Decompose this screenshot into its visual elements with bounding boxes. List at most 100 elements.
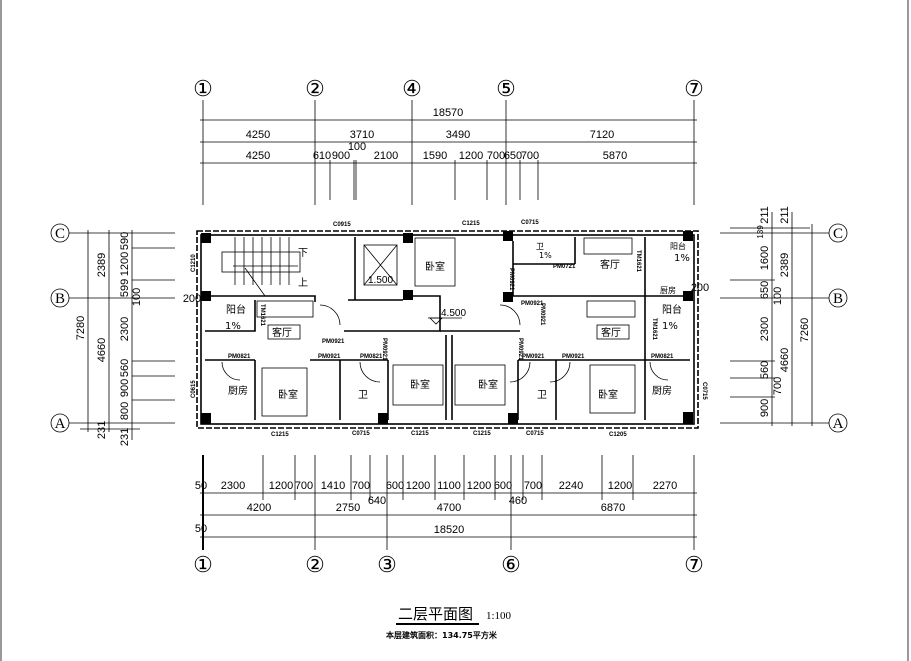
dim-label: 100 xyxy=(131,288,143,306)
axis-bubble-a: A xyxy=(833,416,844,432)
window-code: C0715 xyxy=(521,220,539,226)
room-bath: 卫 xyxy=(537,390,547,401)
room-balcony: 阳台 xyxy=(670,241,686,251)
room-kitchen: 厨房 xyxy=(660,285,676,295)
dim-label: 600 xyxy=(386,480,404,492)
floor-area-note: 本层建筑面积：134.75平方米 xyxy=(385,630,498,640)
axis-bubble-b: B xyxy=(55,291,65,307)
window-code: C1215 xyxy=(462,221,480,227)
slope-label: 1% xyxy=(225,321,241,332)
dim-label: 640 xyxy=(368,495,386,507)
elevator-shaft xyxy=(363,244,398,286)
dim-label: 7260 xyxy=(799,318,811,342)
room-balcony: 阳台 xyxy=(662,303,682,316)
left-dimensions: C B A 7280 2389 4660 231 590 1200 599 10… xyxy=(50,223,201,446)
door-code: PM0921 xyxy=(322,339,345,345)
room-bedroom: 卧室 xyxy=(410,378,430,391)
room-living: 客厅 xyxy=(272,326,292,339)
dim-label: 200 xyxy=(691,282,709,294)
dim-label: 1200 xyxy=(459,150,483,162)
dim-label: 4700 xyxy=(437,502,461,514)
door-code: PM0921 xyxy=(562,354,585,360)
door-swing xyxy=(359,361,381,383)
bed xyxy=(414,237,456,287)
dim-label: 100 xyxy=(772,287,784,305)
dim-label: 2750 xyxy=(336,502,360,514)
dim-label: 4660 xyxy=(779,348,791,372)
door-swing xyxy=(549,361,571,383)
room-kitchen: 厨房 xyxy=(228,384,248,397)
window-code: C0615 xyxy=(191,380,197,398)
dim-label: 600 xyxy=(494,480,512,492)
door-code: PM0821 xyxy=(228,354,251,360)
door-code: PM0921 xyxy=(508,268,514,291)
axis-bubble-c: C xyxy=(55,226,65,242)
room-bath: 卫 xyxy=(358,390,368,401)
door-code: TM1621 xyxy=(635,250,641,273)
dim-total-top: 18570 xyxy=(433,107,464,119)
dim-label: 2270 xyxy=(653,480,677,492)
axis-bubble-6: ⑥ xyxy=(501,552,521,577)
dim-label: 560 xyxy=(759,361,771,379)
drawing-title: 二层平面图 xyxy=(398,605,473,623)
dim-label: 4250 xyxy=(246,150,270,162)
floor-elevation: 4.500 xyxy=(441,308,466,319)
dim-label: 700 xyxy=(524,480,542,492)
dim-label: 3710 xyxy=(350,129,374,141)
slope-label: 1% xyxy=(539,251,552,260)
dim-label: 2100 xyxy=(374,150,398,162)
room-bath: 卫 xyxy=(536,242,544,251)
sofa xyxy=(583,237,633,255)
window-code: C0915 xyxy=(333,222,351,228)
axis-bubble-7: ⑦ xyxy=(684,76,704,101)
dim-label: 2300 xyxy=(759,317,771,341)
top-dimensions: 18570 4250 3710 3490 7120 4250 610 900 1… xyxy=(200,100,697,205)
dim-label: 211 xyxy=(779,206,791,224)
building-plan xyxy=(196,230,699,429)
door-code: PM0921 xyxy=(522,354,545,360)
dim-label: 1200 xyxy=(119,252,131,276)
axis-bubble-1: ① xyxy=(193,552,213,577)
bottom-axis-bubbles: ① ② ③ ⑥ ⑦ xyxy=(193,552,704,577)
dim-label: 211 xyxy=(759,206,771,224)
dim-label: 800 xyxy=(119,402,131,420)
door-swing xyxy=(499,304,521,326)
window-code: C0715 xyxy=(701,382,707,400)
door-code: TM1621 xyxy=(651,318,657,341)
dim-label: 560 xyxy=(119,359,131,377)
opening-codes: C0915 C1215 C0715 C1210 C0615 C0715 C121… xyxy=(191,220,707,438)
window-code: C1215 xyxy=(473,431,491,437)
title-block: 二层平面图 1:100 本层建筑面积：134.75平方米 xyxy=(385,605,512,640)
door-code: PM0821 xyxy=(651,354,674,360)
slope-label: 1% xyxy=(662,321,678,332)
axis-bubble-2: ② xyxy=(305,552,325,577)
dim-label: 2389 xyxy=(96,253,108,277)
elevator-pit-elevation: 1.500 xyxy=(368,275,393,286)
dim-label: 50 xyxy=(195,480,207,492)
room-bedroom: 卧室 xyxy=(278,388,298,401)
dim-label: 139 xyxy=(756,225,765,239)
door-code: PM0921 xyxy=(539,303,545,326)
window-code: C1215 xyxy=(411,431,429,437)
dim-label: 2300 xyxy=(221,480,245,492)
door-swing xyxy=(649,361,669,381)
dim-label: 5870 xyxy=(603,150,627,162)
window-code: C0715 xyxy=(526,431,544,437)
room-labels: 下 上 1.500 4.500 卧室 阳台 1% 客厅 厨房 卧室 卫 卧室 卧… xyxy=(225,241,690,401)
axis-bubble-b: B xyxy=(833,291,843,307)
door-code: PM0921 xyxy=(517,338,523,361)
slope-label: 1% xyxy=(674,253,690,264)
stair-up-label: 上 xyxy=(298,277,308,289)
door-swing xyxy=(221,361,241,381)
axis-bubble-1: ① xyxy=(193,76,213,101)
dim-label: 100 xyxy=(348,141,366,153)
dim-label: 1200 xyxy=(608,480,632,492)
dim-label: 700 xyxy=(521,150,539,162)
dim-total-bottom: 18520 xyxy=(434,524,465,536)
dim-label: 3490 xyxy=(446,129,470,141)
window-code: C1210 xyxy=(191,254,197,272)
room-balcony: 阳台 xyxy=(226,303,246,316)
dim-label: 1200 xyxy=(406,480,430,492)
door-swing xyxy=(319,304,341,326)
room-kitchen: 厨房 xyxy=(652,384,672,397)
